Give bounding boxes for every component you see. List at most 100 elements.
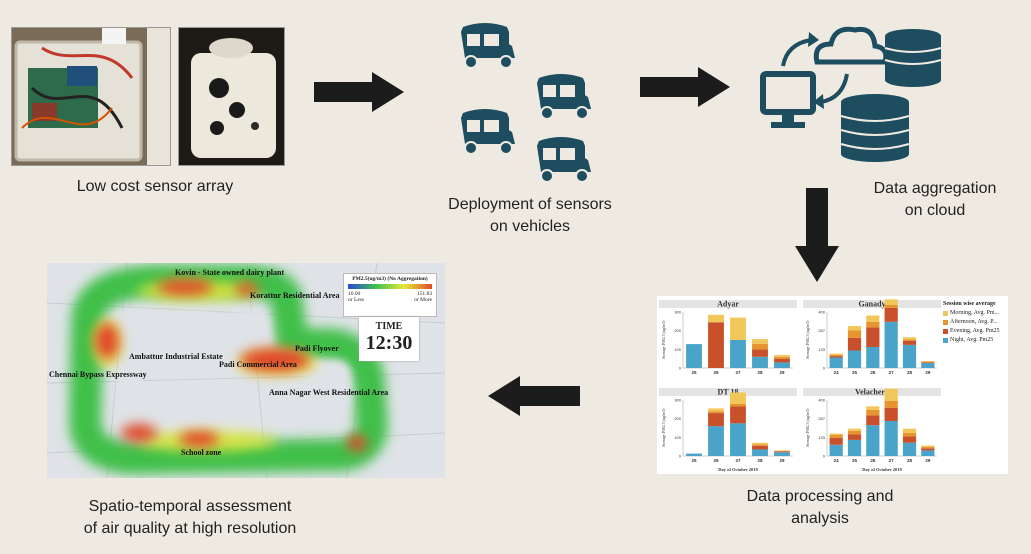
bar-segment [774, 362, 790, 368]
auto-rickshaw-icon-2 [536, 73, 592, 120]
heatmap-svg: Kovin - State owned dairy plant Korattur… [47, 263, 445, 478]
sensor-caption: Low cost sensor array [76, 178, 234, 195]
x-tick-label: 25 [852, 370, 858, 375]
bar-segment [866, 409, 880, 416]
auto-rickshaw-icons [460, 22, 592, 183]
bar-segment [708, 408, 724, 412]
heatmap-legend: PM2.5(ug/m3) (No Aggregation) 10.00 151.… [343, 273, 437, 317]
map-label-ambattur: Ambattur Industrial Estate [129, 352, 223, 361]
bar-segment [752, 442, 768, 445]
bar-segment [884, 388, 898, 401]
map-label-korattur: Korattur Residential Area [250, 291, 339, 300]
bar-segment [866, 321, 880, 328]
y-axis-label: Average PM2.5 (ug/m3) [661, 320, 666, 360]
bar-segment [847, 434, 862, 440]
y-tick-label: 133 [818, 347, 825, 352]
bar-segment [752, 449, 768, 456]
bar-segment [829, 435, 843, 438]
chart-legend-label: Morning, Avg. Pm... [950, 310, 1000, 316]
bar-segment [730, 406, 746, 424]
bar-segment [847, 428, 862, 431]
x-tick-label: 29 [925, 370, 931, 375]
heatmap-legend-title: PM2.5(ug/m3) (No Aggregation) [352, 276, 428, 282]
bar-segment [847, 439, 862, 456]
chart-title-bar [659, 388, 797, 396]
chart-legend-label: Night, Avg. Pm25 [950, 337, 994, 343]
chart-title: Ganady [858, 300, 885, 309]
bar-segment [884, 305, 898, 308]
assessment-caption-line1: Spatio-temporal assessment [88, 498, 292, 515]
deployment-caption-line1: Deployment of sensors [448, 196, 612, 213]
sync-arrows-icon [781, 32, 849, 109]
cloud-icon [813, 26, 889, 65]
bar-segment [708, 413, 724, 427]
y-tick-label: 267 [818, 328, 825, 333]
bar-segment [847, 430, 862, 435]
bar-segment [866, 406, 880, 410]
map-label-chennai-bypass: Chennai Bypass Expressway [49, 370, 147, 379]
x-tick-label: 29 [779, 458, 785, 463]
chart-legend-title: Session wise average [943, 301, 996, 307]
bar-segment [884, 421, 898, 456]
bar-segment [921, 445, 935, 447]
chart-title-bar [659, 300, 797, 308]
bar-segment [752, 339, 768, 344]
bar-segment [902, 339, 917, 341]
y-tick-label: 0 [679, 454, 682, 459]
bar-segment [829, 353, 843, 355]
y-tick-label: 300 [674, 310, 681, 315]
bar-segment [902, 436, 917, 443]
chart-legend-item: Morning, Avg. Pm... [943, 309, 1007, 318]
bar-segment [774, 356, 790, 359]
cloud-caption-line2: on cloud [904, 202, 966, 219]
processing-caption: Data processing and analysis [700, 486, 940, 530]
database-small-icon [884, 29, 942, 87]
heatmap-panel: Kovin - State owned dairy plant Korattur… [47, 263, 445, 478]
cloud-caption-line1: Data aggregation [873, 180, 997, 197]
bar-segment [829, 444, 843, 456]
y-tick-label: 200 [674, 416, 681, 421]
bar-segment [884, 321, 898, 368]
bar-segment [686, 453, 702, 456]
heatmap-legend-gradient [348, 284, 432, 289]
bar-segment [730, 423, 746, 456]
map-label-padi-flyover: Padi Flyover [295, 344, 339, 353]
bar-segment [730, 340, 746, 368]
bar-segment [752, 349, 768, 357]
arrow-right-1-icon [314, 72, 404, 112]
chart-legend-item: Afternoon, Avg. P... [943, 318, 1007, 327]
bar-segment [902, 428, 917, 433]
x-tick-label: 24 [834, 370, 840, 375]
x-axis-label: Day of October 2019 [862, 467, 902, 472]
y-tick-label: 400 [818, 398, 825, 403]
bar-segment [902, 432, 917, 437]
time-box: TIME 12:30 [359, 317, 419, 361]
bar-segment [752, 343, 768, 350]
bar-segment [921, 362, 935, 364]
bar-segment [708, 322, 724, 368]
bar-segment [752, 356, 768, 368]
bar-segment [902, 344, 917, 368]
y-tick-label: 267 [818, 416, 825, 421]
map-label-school: School zone [181, 448, 222, 457]
bar-segment [752, 445, 768, 450]
bar-segment [829, 437, 843, 445]
heatmap-legend-max: 151.83 [416, 291, 432, 297]
bar-segment [921, 448, 935, 451]
chart-legend: Session wise average Morning, Avg. Pm...… [943, 300, 1007, 345]
bar-segment [866, 347, 880, 368]
x-tick-label: 26 [713, 458, 719, 463]
bar-segment [730, 403, 746, 407]
y-axis-label: Average PM2.5 (ug/m3) [805, 408, 810, 448]
deployment-caption: Deployment of sensors on vehicles [420, 194, 640, 238]
bar-segment [884, 307, 898, 322]
bar-segment [866, 425, 880, 456]
map-label-padi-commercial: Padi Commercial Area [219, 360, 297, 369]
y-tick-label: 100 [674, 435, 681, 440]
heatmap-legend-max-sub: or More [414, 297, 432, 303]
chart-title-bar [803, 388, 941, 396]
chart-title: Adyar [717, 300, 739, 309]
bar-segment [921, 361, 935, 363]
bar-segment [829, 433, 843, 435]
